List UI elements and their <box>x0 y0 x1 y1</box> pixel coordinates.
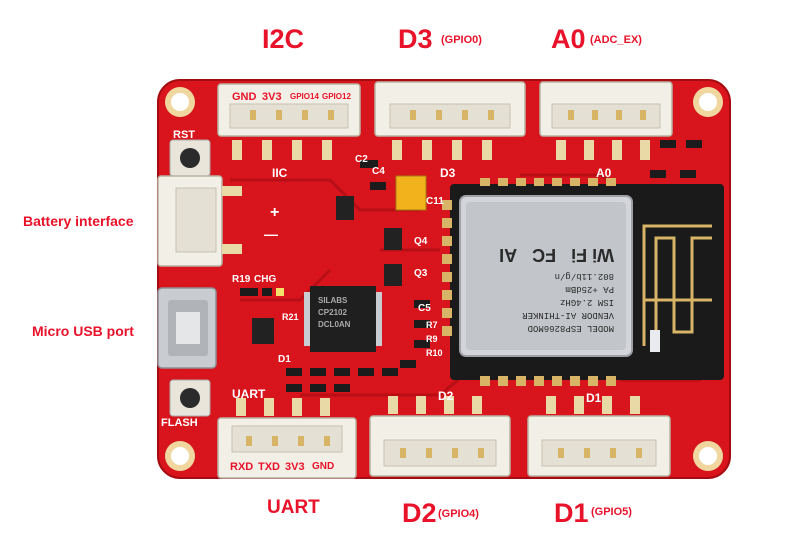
silk-r7: R7 <box>426 320 438 330</box>
silk-uart: UART <box>232 387 266 401</box>
silk-d1-diode: D1 <box>278 354 291 365</box>
module-wifi-logo: Wi Fi <box>571 245 614 265</box>
label-i2c: I2C <box>262 24 305 54</box>
module-line-5: 802.11b/g/n <box>554 271 614 281</box>
label-d3-sub: (GPIO0) <box>441 34 482 46</box>
connector-i2c <box>217 83 361 137</box>
silk-c4: C4 <box>372 166 385 177</box>
pin-gnd-uart: GND <box>312 461 335 472</box>
label-uart: UART <box>267 497 320 518</box>
module-fc-logo: FC <box>532 245 557 265</box>
pin-rxd: RXD <box>230 461 254 473</box>
chip-marking-2: CP2102 <box>318 308 347 317</box>
module-line-4: PA +25dBm <box>565 284 614 294</box>
silk-d3: D3 <box>440 166 456 180</box>
connector-d1 <box>527 415 671 477</box>
rst-button <box>169 139 211 177</box>
tantalum-capacitor <box>395 175 427 211</box>
silk-minus: — <box>264 226 278 242</box>
silk-c2: C2 <box>355 154 368 165</box>
micro-usb-port <box>157 287 217 369</box>
connector-d3 <box>374 81 526 137</box>
module-shield-text: MODEL ESP8266MOD VENDOR AI-THINKER ISM 2… <box>470 206 620 346</box>
label-micro-usb: Micro USB port <box>32 323 134 339</box>
pin-gnd: GND <box>232 91 257 103</box>
silk-r19: R19 <box>232 274 251 285</box>
module-line-2: VENDOR AI-THINKER <box>522 310 614 320</box>
silk-flash: FLASH <box>161 417 198 429</box>
module-ai-logo: AI <box>499 245 518 265</box>
silk-a0: A0 <box>596 166 612 180</box>
silk-q4: Q4 <box>414 236 428 247</box>
silk-c11: C11 <box>426 196 444 207</box>
silk-plus: + <box>270 204 280 221</box>
mounting-hole <box>165 87 723 471</box>
connector-uart <box>217 417 357 479</box>
label-a0: A0 <box>551 24 586 54</box>
charge-led <box>276 288 284 296</box>
silk-chg: CHG <box>254 274 277 285</box>
silk-iic: IIC <box>272 166 288 180</box>
label-d2-sub: (GPIO4) <box>438 508 479 520</box>
label-d1: D1 <box>554 498 589 528</box>
module-line-3: ISM 2.4GHz <box>559 297 614 307</box>
silk-c5: C5 <box>418 303 431 314</box>
silk-r9: R9 <box>426 334 438 344</box>
battery-connector <box>157 175 242 267</box>
esp8266-module <box>442 178 724 386</box>
chip-marking-1: SILABS <box>318 296 348 305</box>
silk-q3: Q3 <box>414 268 428 279</box>
label-d2: D2 <box>402 498 437 528</box>
label-d1-sub: (GPIO5) <box>591 506 632 518</box>
antenna-trace <box>642 224 712 346</box>
silk-r10: R10 <box>426 348 443 358</box>
pin-txd: TXD <box>258 461 280 473</box>
pin-gpio14: GPIO14 <box>290 92 319 101</box>
silk-rst: RST <box>173 129 195 141</box>
chip-marking-3: DCL0AN <box>318 320 351 329</box>
pin-3v3-uart: 3V3 <box>285 461 305 473</box>
silk-d2: D2 <box>438 389 454 403</box>
connector-a0 <box>539 81 673 137</box>
label-battery-interface: Battery interface <box>23 213 134 229</box>
label-d3: D3 <box>398 24 433 54</box>
flash-button <box>169 379 211 417</box>
label-a0-sub: (ADC_EX) <box>590 34 642 46</box>
pin-3v3: 3V3 <box>262 91 282 103</box>
module-line-1: MODEL ESP8266MOD <box>527 323 614 333</box>
silk-d1: D1 <box>586 391 602 405</box>
usb-bridge-chip <box>304 286 382 352</box>
connector-d2 <box>369 415 511 477</box>
pin-gpio12: GPIO12 <box>322 92 351 101</box>
silk-r21: R21 <box>282 312 299 322</box>
